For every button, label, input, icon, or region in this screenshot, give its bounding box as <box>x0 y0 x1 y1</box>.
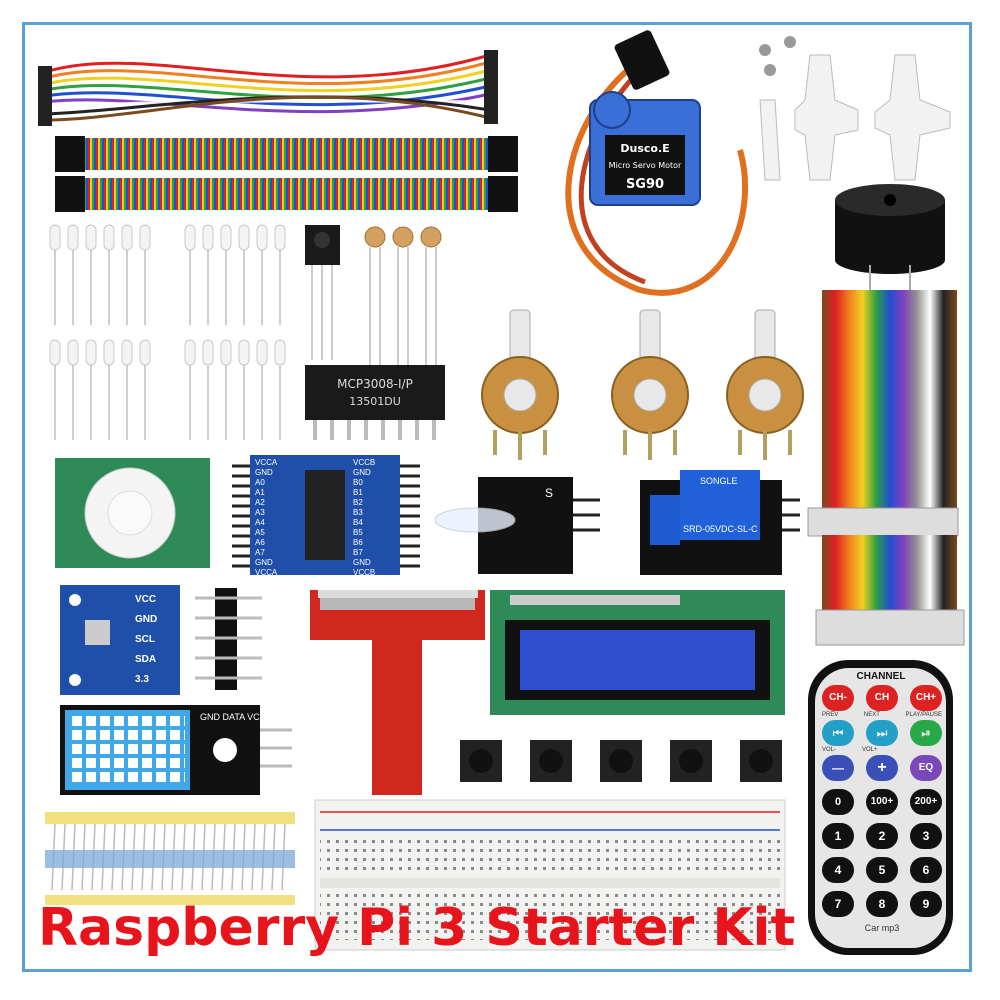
ls-pin: B2 <box>353 498 363 507</box>
push-buttons <box>460 740 782 782</box>
ls-pin: A3 <box>255 508 265 517</box>
pir-sensor <box>55 458 210 568</box>
remote-header: CHANNEL <box>856 671 906 682</box>
adc-chip: MCP3008-I/P 13501DU <box>305 365 445 440</box>
ls-pin: VCCA <box>255 458 278 467</box>
remote-key-vol-plus[interactable]: + <box>866 755 898 781</box>
breadboard <box>314 799 786 951</box>
pressure-pin: SCL <box>135 634 155 645</box>
ls-pin: A2 <box>255 498 265 507</box>
remote-key-vol-minus[interactable]: — <box>822 755 854 781</box>
remote-key-ch-minus[interactable]: CH- <box>822 685 854 711</box>
resistors <box>45 812 295 905</box>
remote-sublabel: VOL- <box>822 747 837 753</box>
remote-key-eq[interactable]: EQ <box>910 755 942 781</box>
remote-key-0[interactable]: 0 <box>822 789 854 815</box>
remote-key-7[interactable]: 7 <box>822 891 854 917</box>
dht-pins-label: GND DATA VCC <box>200 712 267 722</box>
remote-key-play-pause[interactable]: ⏯ <box>910 720 942 746</box>
gpio-ribbon-cable <box>807 290 965 646</box>
ls-pin: VCCB <box>353 458 376 467</box>
photoresistors <box>364 226 442 365</box>
ls-pin: B1 <box>353 488 363 497</box>
ls-pin: A6 <box>255 538 265 547</box>
remote-key-9[interactable]: 9 <box>910 891 942 917</box>
remote-key-8[interactable]: 8 <box>866 891 898 917</box>
header-pins <box>195 588 262 690</box>
remote-key-2[interactable]: 2 <box>866 823 898 849</box>
pressure-sensor <box>60 585 180 695</box>
pressure-pin: 3.3 <box>135 674 149 685</box>
ls-pin: A0 <box>255 478 265 487</box>
servo-horns <box>759 36 951 181</box>
servo-brand: Dusco.E <box>620 142 669 155</box>
image-border <box>22 22 972 972</box>
remote-key-200-plus[interactable]: 200+ <box>910 789 942 815</box>
pressure-pin: SDA <box>135 654 157 665</box>
dht-sensor <box>60 705 292 795</box>
servo-line: Micro Servo Motor <box>609 161 682 170</box>
adc-code: 13501DU <box>349 395 401 408</box>
remote-key-ch-plus[interactable]: CH+ <box>910 685 942 711</box>
ls-pin: A5 <box>255 528 265 537</box>
level-shifter <box>232 455 420 575</box>
remote-key-ch[interactable]: CH <box>866 685 898 711</box>
page-title: Raspberry Pi 3 Starter Kit <box>38 898 796 958</box>
remote-brand: Car mp3 <box>864 923 900 933</box>
relay-module <box>640 470 800 575</box>
level-shifter-right-labels: VCCB GND B0 B1 B2 B3 B4 B5 B6 B7 GND VCC… <box>353 458 398 578</box>
ls-pin: A1 <box>255 488 265 497</box>
remote-key-next[interactable]: ⏭ <box>866 720 898 746</box>
remote-sublabel: PLAY/PAUSE <box>905 712 942 718</box>
ls-pin: B7 <box>353 548 363 557</box>
ls-pin: GND <box>353 558 371 567</box>
ls-pin: GND <box>353 468 371 477</box>
t-cobbler <box>310 590 485 795</box>
level-shifter-left-labels: VCCA GND A0 A1 A2 A3 A4 A5 A6 A7 GND VCC… <box>255 458 300 578</box>
ls-pin: VCCB <box>353 568 376 577</box>
lcd-display <box>490 590 785 715</box>
ls-pin: B0 <box>353 478 363 487</box>
remote-key-prev[interactable]: ⏮ <box>822 720 854 746</box>
remote-key-100-plus[interactable]: 100+ <box>866 789 898 815</box>
relay-model: SRD-05VDC-SL-C <box>683 524 758 534</box>
led-legs <box>54 250 281 440</box>
potentiometers <box>481 309 804 460</box>
ls-pin: VCCA <box>255 568 278 577</box>
relay-brand: SONGLE <box>700 476 738 486</box>
leds <box>49 224 286 366</box>
pressure-pin: VCC <box>135 594 157 605</box>
ls-pin: GND <box>255 468 273 477</box>
remote-sublabel: PREV <box>822 712 839 718</box>
jumper-wires <box>38 50 518 212</box>
remote-key-5[interactable]: 5 <box>866 857 898 883</box>
remote-keypad: CH- CH CH+ PREV NEXT PLAY/PAUSE ⏮ ⏭ ⏯ VO… <box>822 685 942 933</box>
remote-sublabel: NEXT <box>863 712 880 718</box>
ls-pin: B3 <box>353 508 363 517</box>
remote-sublabel: VOL+ <box>862 747 878 753</box>
ls-pin: GND <box>255 558 273 567</box>
servo-motor: Dusco.E Micro Servo Motor SG90 <box>565 30 749 296</box>
remote-key-6[interactable]: 6 <box>910 857 942 883</box>
pressure-pin: GND <box>135 614 158 625</box>
remote-key-4[interactable]: 4 <box>822 857 854 883</box>
ls-pin: A4 <box>255 518 265 527</box>
ir-receiver <box>305 225 340 360</box>
ir-receiver-module <box>434 477 600 574</box>
ir-module-pin-label: S <box>545 486 554 500</box>
buzzer <box>835 184 945 290</box>
remote-key-1[interactable]: 1 <box>822 823 854 849</box>
ls-pin: B5 <box>353 528 363 537</box>
ls-pin: A7 <box>255 548 265 557</box>
ls-pin: B6 <box>353 538 363 547</box>
pressure-sensor-pins: VCC GND SCL SDA 3.3 <box>135 590 180 690</box>
adc-part: MCP3008-I/P <box>337 377 413 391</box>
ls-pin: B4 <box>353 518 363 527</box>
remote-key-3[interactable]: 3 <box>910 823 942 849</box>
servo-model: SG90 <box>626 177 664 192</box>
